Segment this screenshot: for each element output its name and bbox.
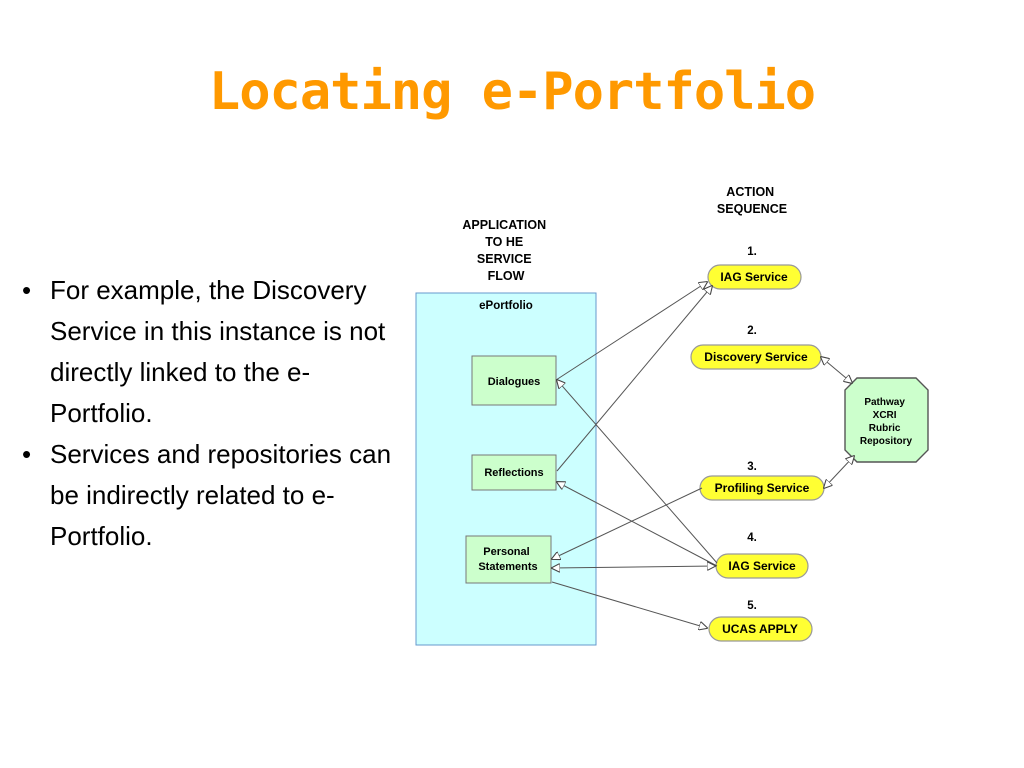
dialogues-label: Dialogues (488, 376, 541, 388)
eportfolio-label: ePortfolio (479, 300, 533, 312)
bullet-item: For example, the Discovery Service in th… (22, 270, 392, 434)
ucas-apply-label: UCAS APPLY (722, 622, 798, 636)
iag-service-label-1: IAG Service (720, 270, 788, 284)
reflections-label: Reflections (484, 467, 543, 479)
arrow-iag2-to-reflections (557, 482, 718, 567)
arrow-reflections-to-iag1 (556, 286, 712, 472)
page-title: Locating e-Portfolio (208, 62, 816, 122)
arrow-iag2-to-dialogues (557, 380, 718, 564)
repository-label: Pathway XCRI Rubric Repository (860, 397, 913, 447)
iag-service-pill-1 (707, 264, 802, 290)
arrow-discovery-repository (821, 357, 852, 383)
personal-statements-box (465, 535, 552, 584)
repository-octagon (844, 377, 929, 463)
personal-statements-label: Personal Statements (478, 546, 537, 573)
step-number-3: 3. (747, 461, 757, 473)
dialogues-box (471, 355, 557, 406)
step-number-4: 4. (747, 532, 757, 544)
reflections-box (471, 454, 557, 491)
arrow-personal-to-ucas (551, 581, 707, 628)
discovery-service-label: Discovery Service (704, 350, 808, 364)
flow-header: APPLICATION TO HE SERVICE FLOW (462, 218, 549, 283)
arrow-personal-iag2-bidirectional (552, 566, 715, 568)
iag-service-label-2: IAG Service (728, 559, 796, 573)
arrow-profiling-to-personal (552, 487, 703, 559)
arrow-dialogues-to-iag1 (555, 282, 707, 381)
step-number-1: 1. (747, 246, 757, 258)
step-number-5: 5. (747, 600, 757, 612)
profiling-service-label: Profiling Service (715, 481, 810, 495)
arrow-profiling-repository (824, 456, 854, 488)
bullet-list: For example, the Discovery Service in th… (22, 270, 392, 557)
bullet-item: Services and repositories can be indirec… (22, 434, 392, 557)
step-number-2: 2. (747, 325, 757, 337)
sequence-header: ACTION SEQUENCE (717, 185, 787, 216)
